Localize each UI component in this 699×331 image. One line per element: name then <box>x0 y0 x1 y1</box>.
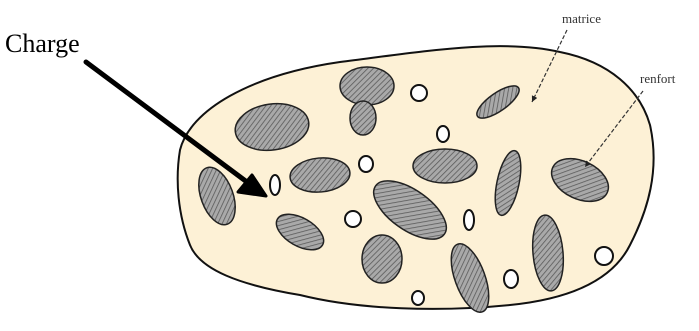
filler-particle <box>359 156 373 172</box>
reinforcement-particle <box>362 235 402 283</box>
filler-particle <box>595 247 613 265</box>
reinforcement-particle <box>340 67 394 105</box>
reinforcement-particle <box>413 149 477 183</box>
filler-particle <box>504 270 518 288</box>
filler-particle <box>412 291 424 305</box>
filler-particle <box>345 211 361 227</box>
filler-particle <box>411 85 427 101</box>
renfort-label: renfort <box>640 71 676 86</box>
charge-label: Charge <box>5 29 80 58</box>
filler-particle <box>437 126 449 142</box>
reinforcement-particle <box>350 101 376 135</box>
filler-particle <box>464 210 474 230</box>
filler-particle <box>270 175 280 195</box>
matrice-label: matrice <box>562 11 601 26</box>
